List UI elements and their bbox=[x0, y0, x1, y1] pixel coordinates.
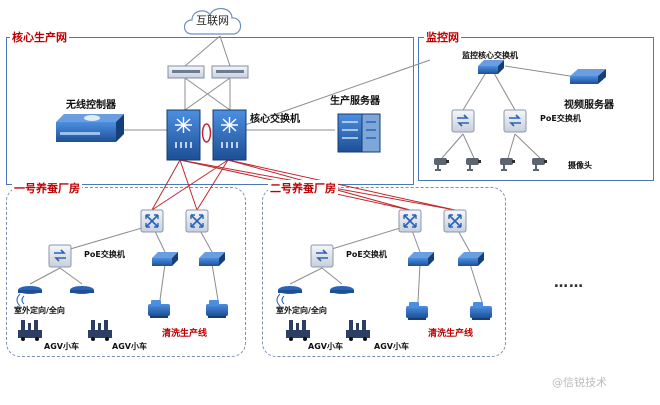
house1-agv1-label: AGV小车 bbox=[44, 342, 79, 351]
monitor-network-zone bbox=[418, 37, 654, 181]
core-switch-label: 核心交换机 bbox=[250, 114, 300, 125]
house1-zone bbox=[6, 187, 246, 357]
monitor-poe-switch-right bbox=[503, 109, 527, 133]
house2-line-devices bbox=[406, 302, 492, 320]
core-zone-title: 核心生产网 bbox=[10, 29, 69, 45]
house1-ap-label: 室外定向/全向 bbox=[14, 306, 65, 315]
internet-label: 互联网 bbox=[196, 14, 229, 27]
monitor-zone-title: 监控网 bbox=[424, 29, 461, 45]
house1-access-switch-1 bbox=[152, 252, 178, 266]
internet-cloud bbox=[183, 8, 242, 35]
house2-access-switch-1 bbox=[408, 252, 434, 266]
house2-poe-label: PoE交换机 bbox=[346, 250, 387, 259]
video-server-icon bbox=[570, 69, 606, 84]
house1-agv2-label: AGV小车 bbox=[112, 342, 147, 351]
monitor-core-switch-label: 监控核心交换机 bbox=[462, 51, 518, 60]
house1-poe-switch-icon bbox=[48, 244, 72, 268]
house2-agv-icons bbox=[286, 320, 370, 341]
house2-access-switch-2 bbox=[458, 252, 484, 266]
house1-agv-icons bbox=[18, 320, 112, 341]
house2-washing-line-label: 清洗生产线 bbox=[428, 329, 474, 339]
house2-agv2-label: AGV小车 bbox=[374, 342, 409, 351]
more-houses-ellipsis: …… bbox=[554, 275, 584, 291]
video-server-label: 视频服务器 bbox=[564, 100, 614, 111]
house2-zone-title: 二号养蚕厂房 bbox=[268, 180, 338, 196]
camera-label: 摄像头 bbox=[568, 161, 592, 170]
house2-ap-icons bbox=[276, 286, 354, 307]
camera-icon bbox=[434, 158, 547, 171]
production-server-label: 生产服务器 bbox=[330, 96, 380, 107]
house1-switch-left bbox=[140, 209, 164, 233]
uplink-lines bbox=[29, 35, 571, 303]
wireless-controller-label: 无线控制器 bbox=[66, 100, 116, 111]
house2-poe-switch-icon bbox=[310, 244, 334, 268]
house1-washing-line-label: 清洗生产线 bbox=[162, 329, 208, 339]
house2-agv1-label: AGV小车 bbox=[308, 342, 343, 351]
top-switch-left bbox=[167, 65, 205, 79]
house1-switch-right bbox=[185, 209, 209, 233]
monitor-core-switch-icon bbox=[478, 60, 504, 74]
house1-ap-icons bbox=[16, 286, 94, 307]
house2-switch-right bbox=[443, 209, 467, 233]
wireless-controller-icon bbox=[56, 114, 124, 142]
house2-zone bbox=[262, 187, 506, 357]
top-switch-right bbox=[211, 65, 249, 79]
core-switch-icon bbox=[166, 109, 247, 161]
house1-line-devices bbox=[148, 300, 228, 318]
house1-access-switch-2 bbox=[199, 252, 225, 266]
core-network-zone bbox=[6, 37, 414, 185]
monitor-poe-label: PoE交换机 bbox=[540, 114, 581, 123]
house1-zone-title: 一号养蚕厂房 bbox=[12, 180, 82, 196]
house2-switch-left bbox=[398, 209, 422, 233]
house2-ap-label: 室外定向/全向 bbox=[276, 306, 327, 315]
house1-poe-label: PoE交换机 bbox=[84, 250, 125, 259]
watermark: @信锐技术 bbox=[552, 376, 607, 389]
production-server-icon bbox=[337, 113, 381, 153]
monitor-poe-switch-left bbox=[451, 109, 475, 133]
